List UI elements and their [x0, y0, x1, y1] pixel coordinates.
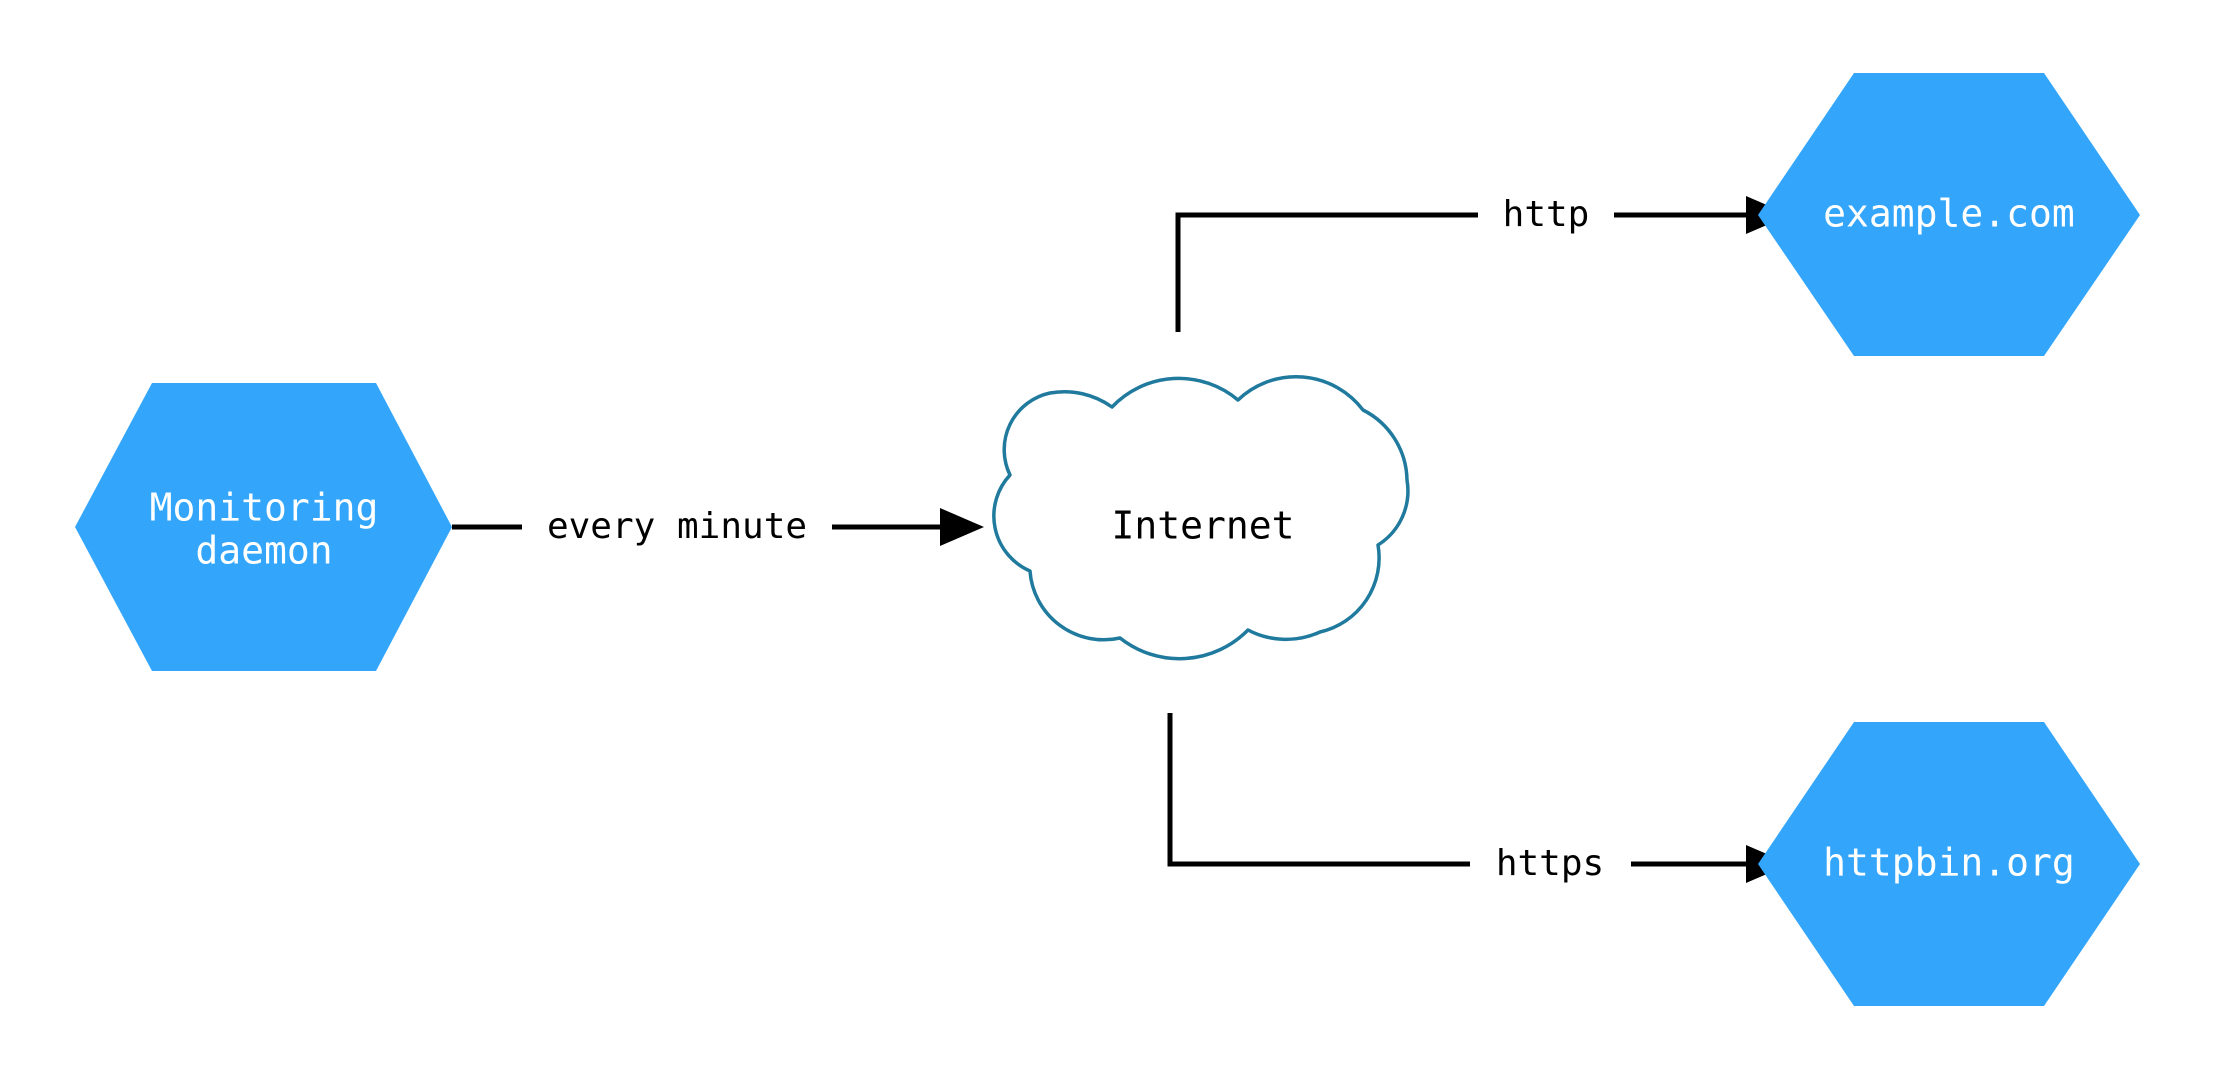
edge-daemon-to-internet: every minute [452, 506, 984, 547]
edge-label-https: https [1496, 843, 1604, 884]
arrow-head-every-minute-icon [940, 508, 984, 546]
node-label-monitoring-daemon-line1: Monitoring [150, 486, 379, 530]
hexagon-shape-httpbin-org [1758, 722, 2140, 1006]
edge-https-line [1167, 713, 1470, 867]
edge-internet-to-httpbin-org: https [1167, 713, 1790, 884]
node-internet[interactable]: Internet [992, 375, 1410, 661]
node-label-monitoring-daemon-line2: daemon [195, 529, 332, 573]
edge-internet-to-example-com: http [1175, 194, 1790, 332]
node-label-internet: Internet [1111, 504, 1294, 548]
node-label-httpbin-org: httpbin.org [1823, 841, 2075, 885]
node-example-com[interactable]: example.com [1758, 73, 2140, 356]
edge-label-http: http [1503, 194, 1590, 235]
cloud-shape-internet [992, 375, 1410, 661]
edge-label-every-minute: every minute [547, 506, 807, 547]
hexagon-shape-monitoring-daemon [75, 383, 452, 671]
node-monitoring-daemon[interactable]: Monitoring daemon [75, 383, 452, 671]
node-httpbin-org[interactable]: httpbin.org [1758, 722, 2140, 1006]
edge-http-line [1175, 212, 1478, 332]
hexagon-shape-example-com [1758, 73, 2140, 356]
node-label-example-com: example.com [1823, 192, 2075, 236]
